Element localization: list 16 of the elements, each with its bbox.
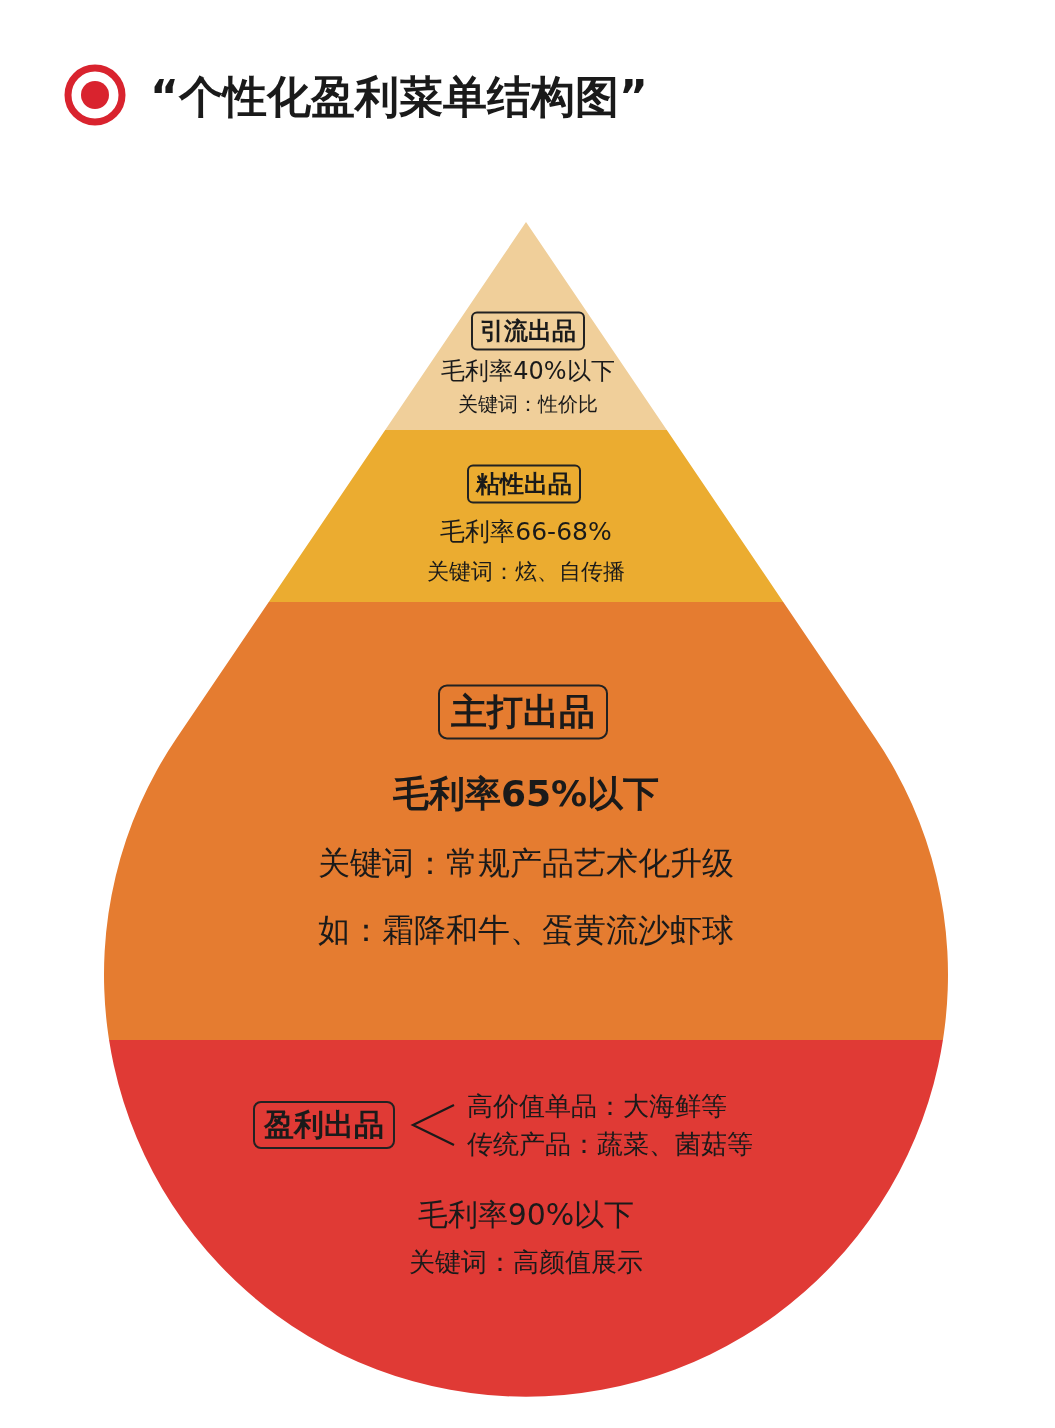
band-text: 关键词：炫、自传播 xyxy=(427,559,625,585)
band-text: 关键词：常规产品艺术化升级 xyxy=(318,844,734,882)
band-text: 毛利率40%以下 xyxy=(441,358,615,386)
band-text: 毛利率66-68% xyxy=(440,517,612,547)
band-text: 高价值单品：大海鲜等 xyxy=(467,1092,727,1122)
band-text: 传统产品：蔬菜、菌菇等 xyxy=(467,1130,753,1160)
band-text: 关键词：性价比 xyxy=(458,392,598,416)
tier-label: 主打出品 xyxy=(438,684,608,740)
band-text: 关键词：高颜值展示 xyxy=(409,1248,643,1278)
tier-label: 盈利出品 xyxy=(253,1101,395,1149)
band-text: 毛利率90%以下 xyxy=(417,1197,635,1233)
tier-label: 粘性出品 xyxy=(467,464,581,504)
band-text: 毛利率65%以下 xyxy=(392,773,660,815)
tier-label: 引流出品 xyxy=(471,311,585,351)
title: “个性化盈利菜单结构图” xyxy=(150,72,648,123)
band-text: 如：霜降和牛、蛋黄流沙虾球 xyxy=(318,911,734,949)
